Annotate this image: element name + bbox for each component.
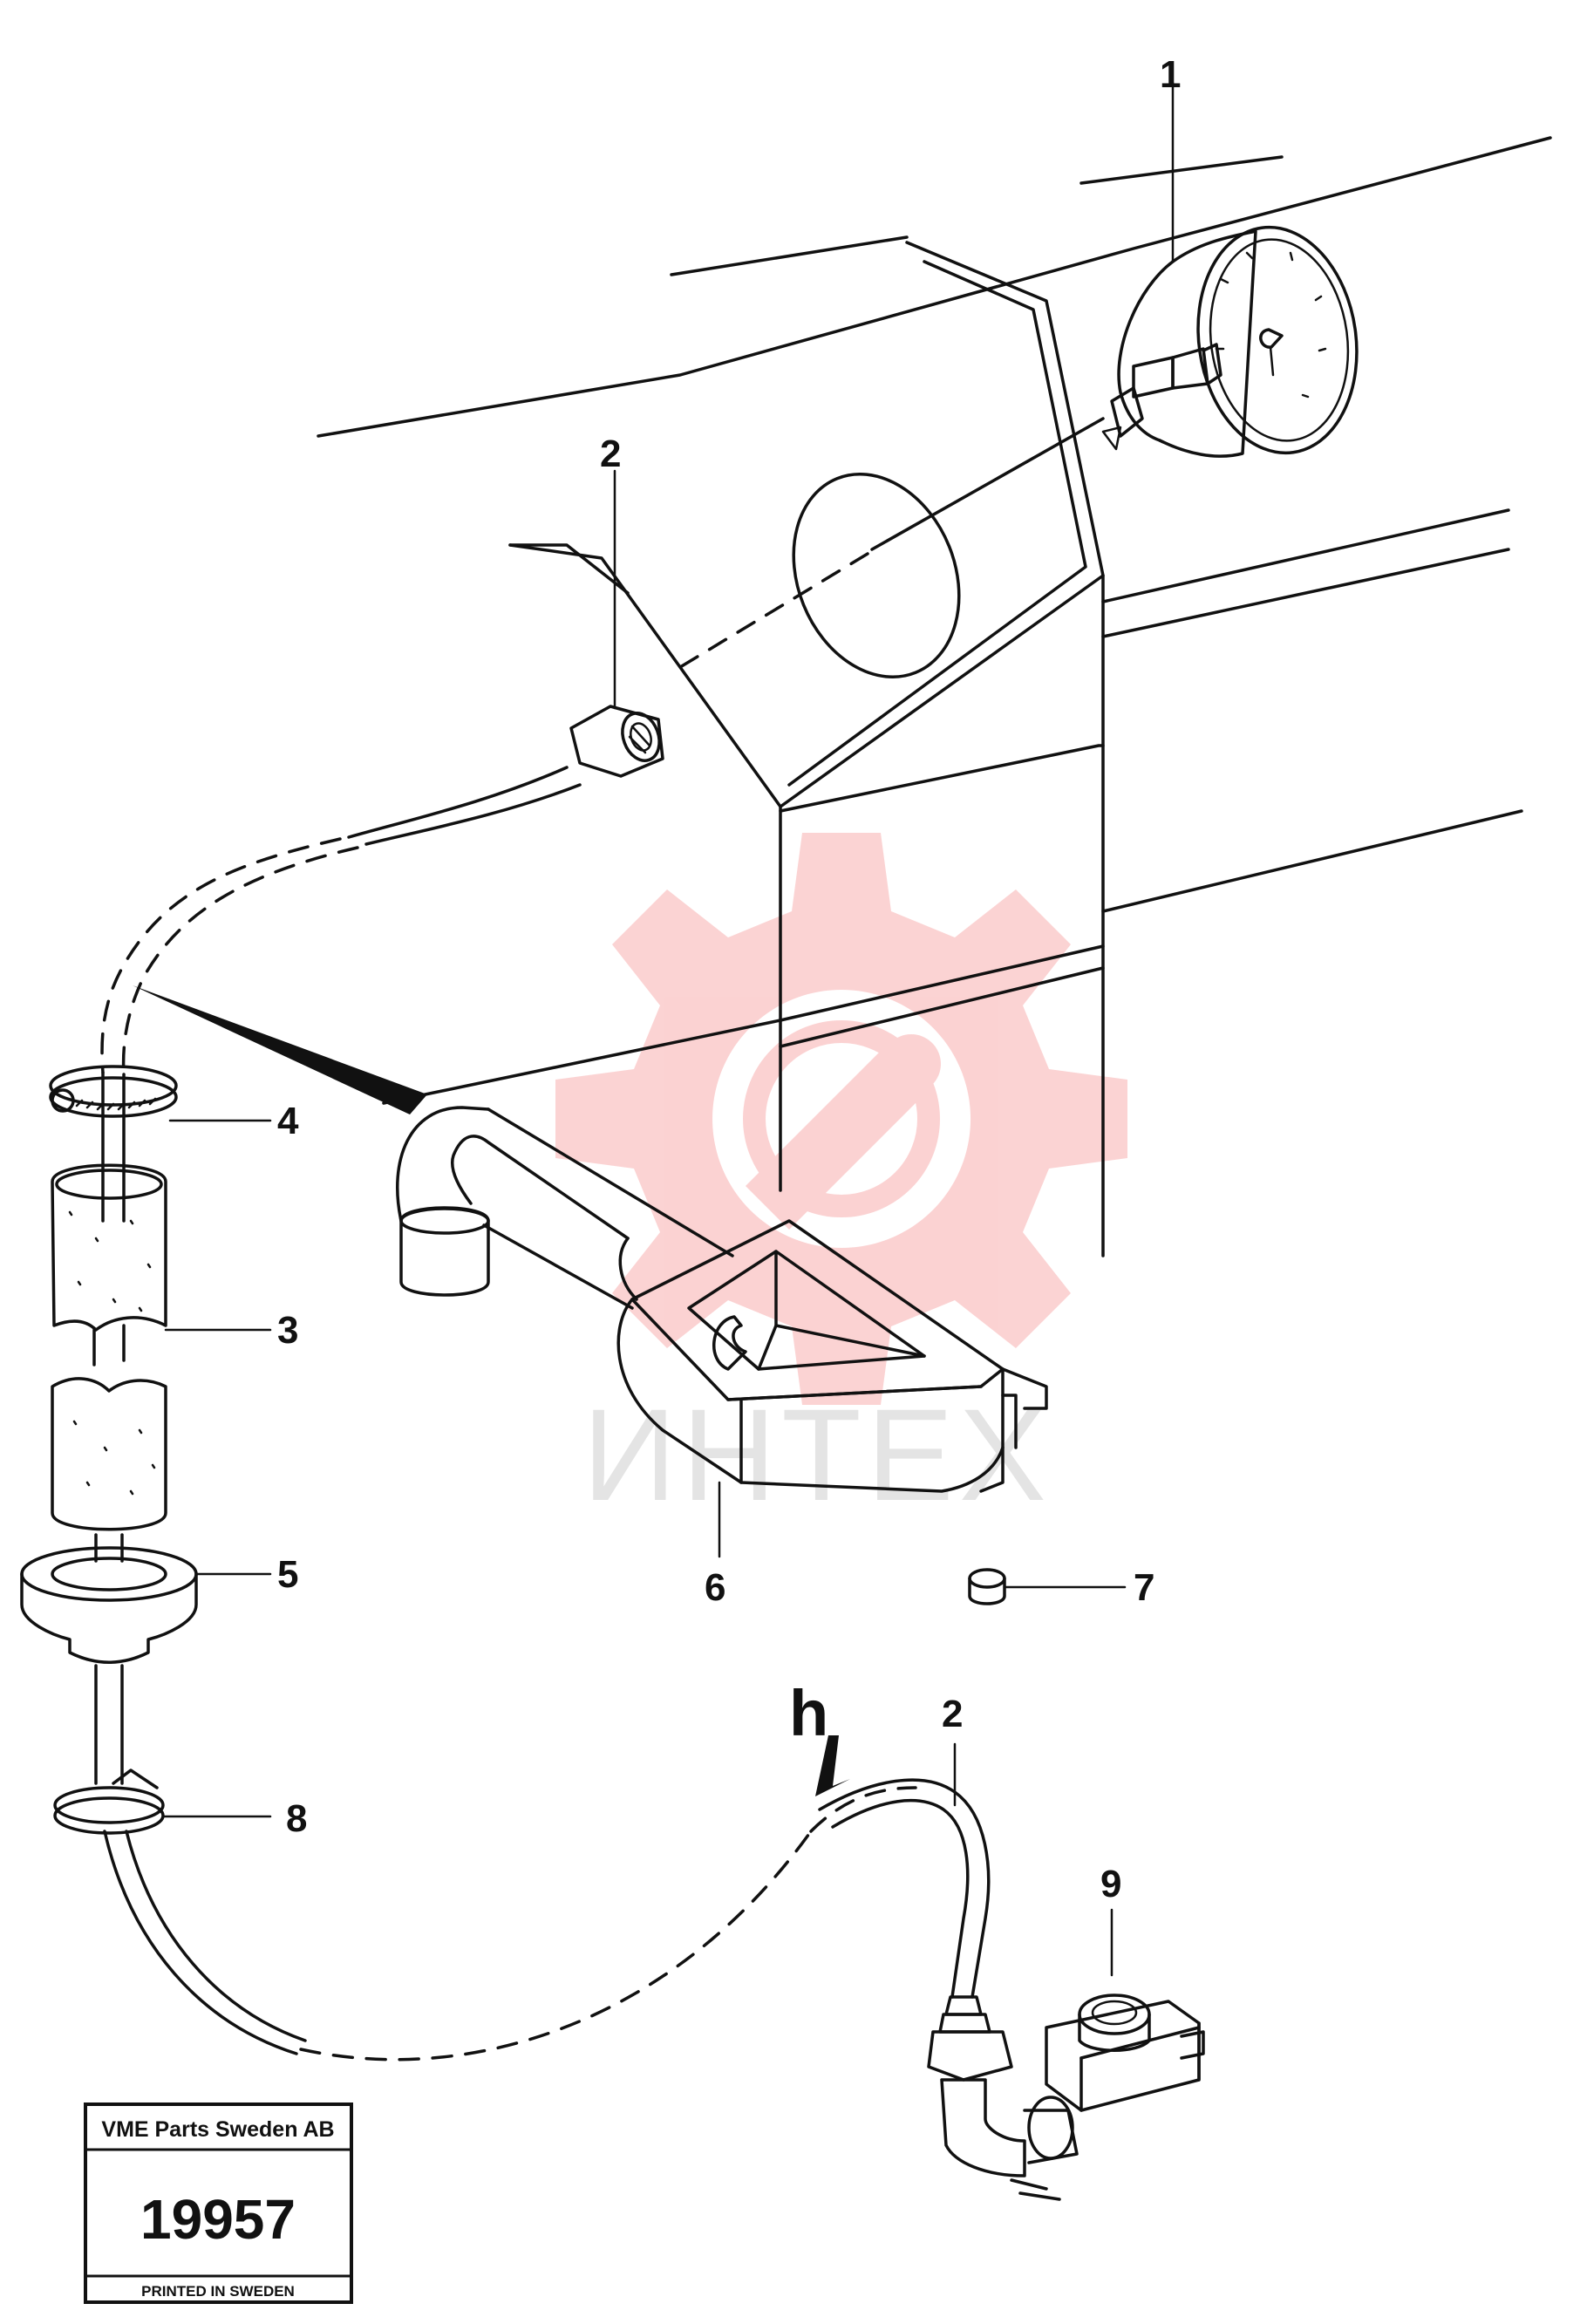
spout-tray bbox=[396, 1106, 1048, 1493]
callout-2-lower: 2 bbox=[942, 1693, 963, 1735]
callout-5: 5 bbox=[277, 1553, 298, 1596]
leader-gauge-to-panel bbox=[870, 417, 1105, 551]
callout-3: 3 bbox=[277, 1309, 298, 1352]
grommet bbox=[20, 1546, 198, 1664]
callout-7: 7 bbox=[1134, 1566, 1154, 1609]
callout-4: 4 bbox=[277, 1100, 299, 1142]
watermark-text: ИНТЕХ bbox=[582, 1381, 1052, 1528]
capillary-tube-lower bbox=[818, 1778, 1079, 2201]
pointer-wedge bbox=[133, 985, 427, 1114]
dashboard-outline bbox=[317, 136, 1552, 1257]
stamp-number: 19957 bbox=[140, 2188, 296, 2251]
tube-clip bbox=[53, 1769, 165, 1835]
gauge bbox=[1101, 225, 1359, 458]
callout-2-upper: 2 bbox=[600, 433, 621, 475]
capillary-tube bbox=[100, 766, 582, 1223]
watermark-logo bbox=[555, 833, 1127, 1405]
callout-8: 8 bbox=[286, 1797, 307, 1840]
callout-6: 6 bbox=[705, 1566, 725, 1609]
stamp-company: VME Parts Sweden AB bbox=[101, 2117, 334, 2142]
callout-1: 1 bbox=[1160, 53, 1181, 96]
temperature-sender bbox=[1045, 1993, 1205, 2112]
hose-clamp bbox=[49, 1065, 178, 1118]
pipe-nut bbox=[569, 705, 664, 778]
callout-9: 9 bbox=[1100, 1863, 1121, 1905]
callout-leaders bbox=[161, 81, 1175, 1977]
leader-gauge-to-panel-dashed bbox=[678, 552, 869, 669]
h-arrow bbox=[815, 1735, 850, 1796]
stamp-printed: PRINTED IN SWEDEN bbox=[141, 2283, 295, 2300]
parts-stamp: VME Parts Sweden AB 19957 PRINTED IN SWE… bbox=[84, 2103, 353, 2304]
nut bbox=[968, 1568, 1006, 1605]
callout-h: h bbox=[789, 1677, 828, 1749]
sleeve bbox=[51, 1163, 167, 1531]
